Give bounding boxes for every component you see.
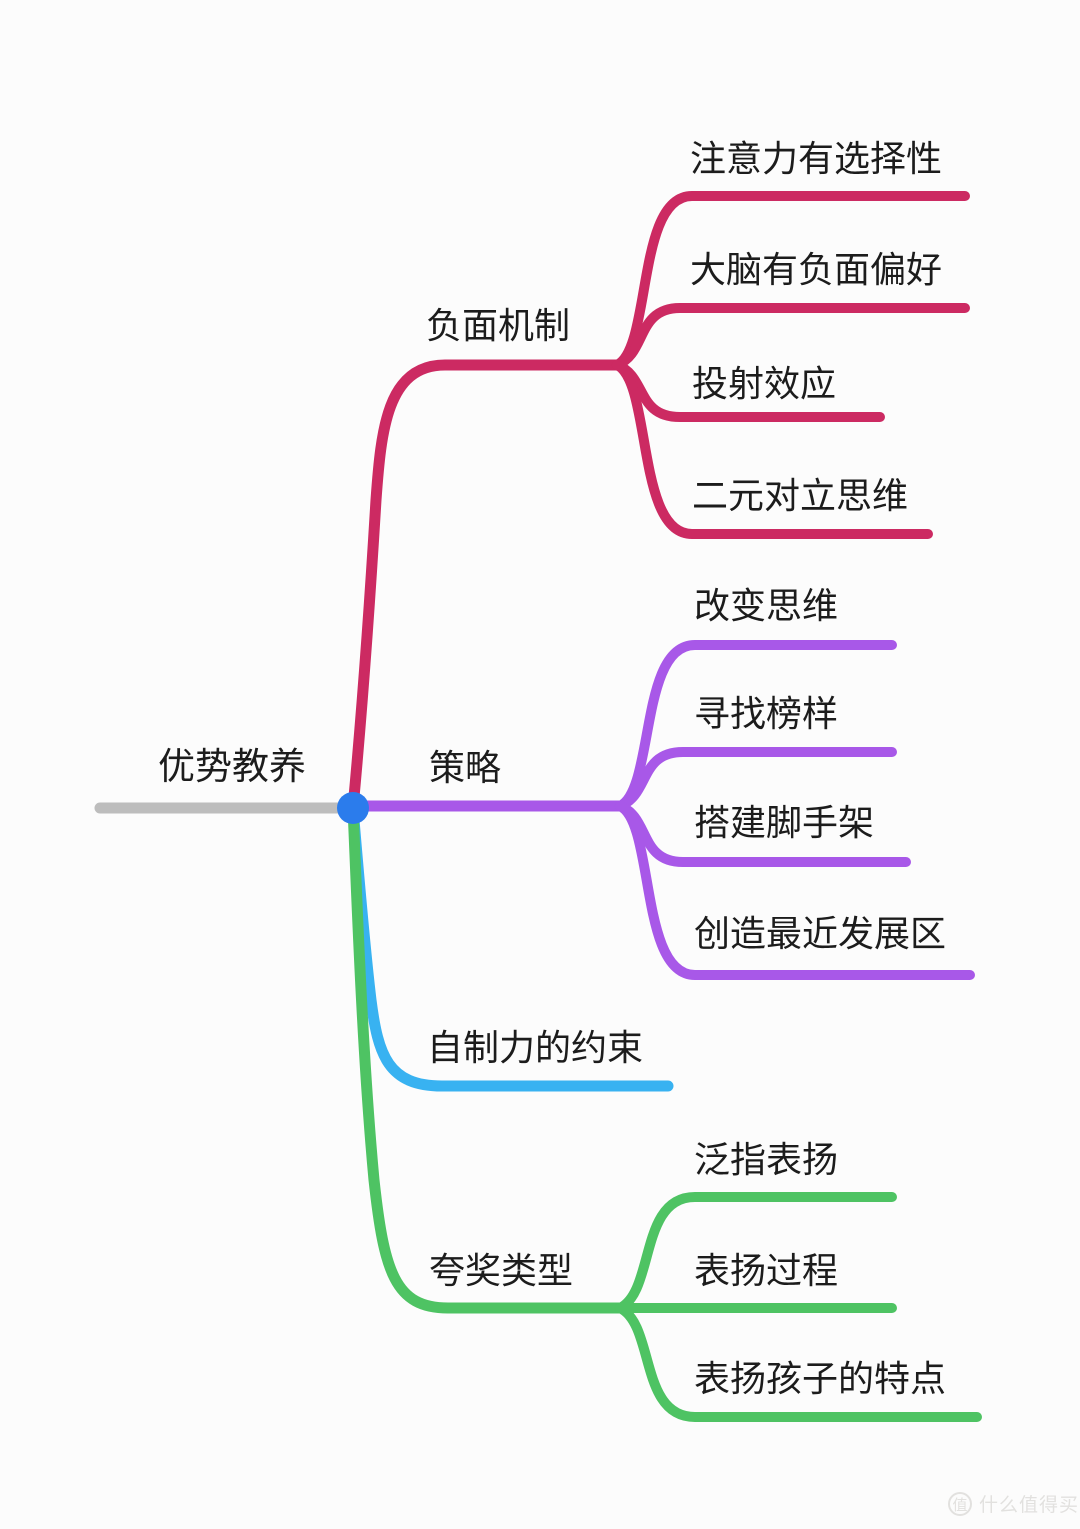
smzdm-logo-icon: 值 <box>948 1491 972 1516</box>
connector-generic-praise <box>615 1192 897 1313</box>
child-node-projection-effect[interactable]: 投射效应 <box>692 363 837 404</box>
connector-negativity-bias <box>612 303 970 370</box>
child-node-generic-praise[interactable]: 泛指表扬 <box>694 1139 839 1180</box>
connector-branch-praise-types <box>347 802 626 1314</box>
child-node-build-scaffolding[interactable]: 搭建脚手架 <box>694 802 875 843</box>
watermark: 值 什么值得买 <box>948 1490 1079 1517</box>
center-dot[interactable] <box>337 792 369 824</box>
branch-node-self-control[interactable]: 自制力的约束 <box>427 1027 644 1068</box>
child-node-praise-process[interactable]: 表扬过程 <box>694 1250 839 1291</box>
branch-node-praise-types[interactable]: 夸奖类型 <box>429 1250 574 1291</box>
child-node-find-role-models[interactable]: 寻找榜样 <box>694 693 839 734</box>
child-node-negativity-bias[interactable]: 大脑有负面偏好 <box>690 249 943 290</box>
connector-binary-thinking <box>612 360 933 539</box>
watermark-text: 什么值得买 <box>979 1495 1080 1516</box>
child-node-selective-attention[interactable]: 注意力有选择性 <box>690 138 943 179</box>
child-node-zone-of-proximal-development[interactable]: 创造最近发展区 <box>694 913 947 954</box>
branch-node-strategy[interactable]: 策略 <box>429 747 502 788</box>
child-node-praise-child-traits[interactable]: 表扬孩子的特点 <box>694 1358 947 1399</box>
connector-praise-child-traits <box>615 1303 982 1422</box>
connector-branch-negative-mechanism <box>347 359 623 814</box>
branch-node-negative-mechanism[interactable]: 负面机制 <box>426 305 571 346</box>
child-node-binary-thinking[interactable]: 二元对立思维 <box>692 475 909 516</box>
child-node-change-thinking[interactable]: 改变思维 <box>694 585 839 626</box>
root-node[interactable]: 优势教养 <box>158 746 306 787</box>
connector-find-role-models <box>615 747 897 811</box>
connector-zone-of-proximal-development <box>615 801 975 980</box>
